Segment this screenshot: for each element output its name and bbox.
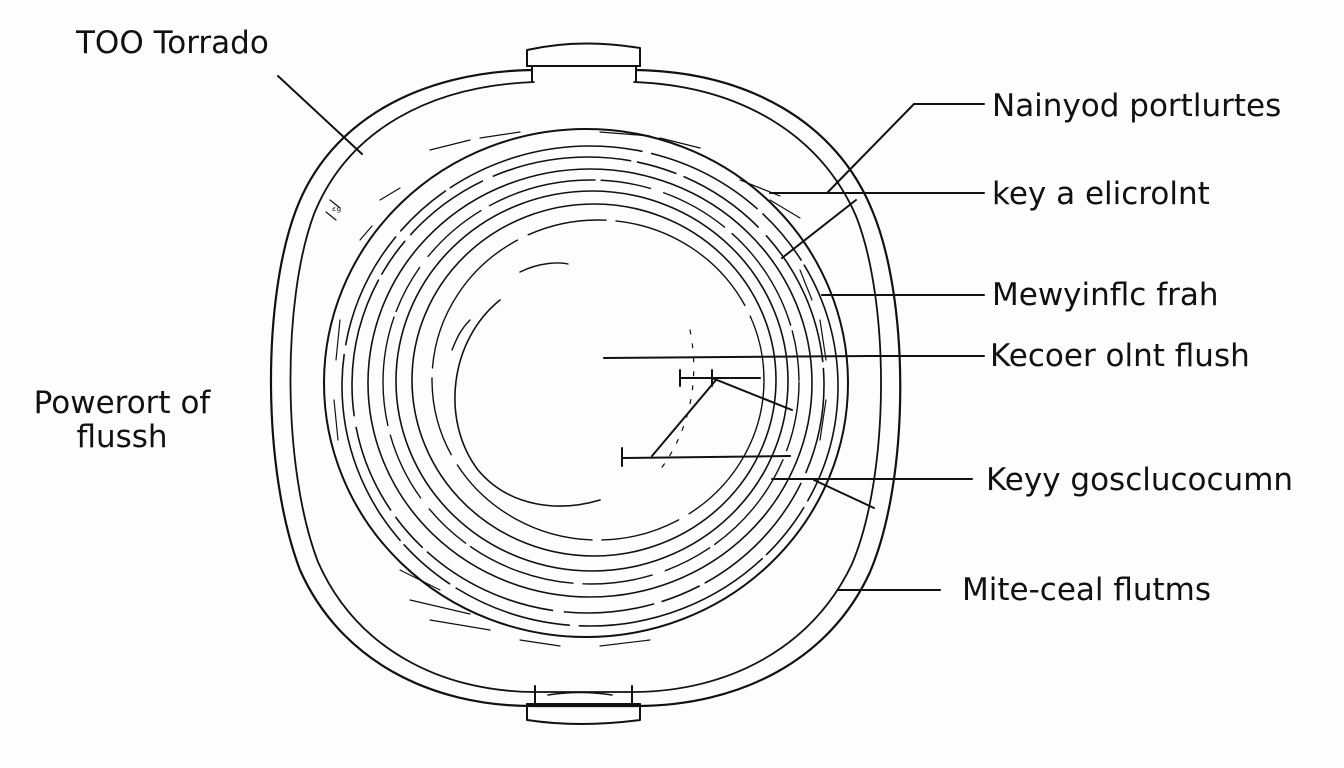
leader-top-left bbox=[277, 75, 363, 155]
ring-outer-c bbox=[351, 156, 825, 614]
outer-shell bbox=[269, 68, 902, 708]
label-right-5: Keyy gosclucocumn bbox=[986, 462, 1294, 498]
sketch-strokes bbox=[325, 131, 827, 647]
label-right-3: Mewyinflc frah bbox=[992, 277, 1219, 313]
scribble-mark: ᵋᵍ bbox=[332, 204, 341, 218]
label-right-4: Kecoer olnt flush bbox=[990, 338, 1250, 374]
leader-right-5b bbox=[813, 479, 875, 509]
leader-right-1 bbox=[827, 103, 985, 193]
leader-right-4 bbox=[603, 355, 985, 359]
label-left: Powerort of flussh bbox=[22, 386, 222, 454]
leader-marker-b bbox=[621, 447, 791, 467]
leader-right-1b bbox=[781, 199, 857, 259]
label-right-6: Mite-ceal flutms bbox=[962, 572, 1212, 608]
ring-mid-b bbox=[382, 179, 800, 585]
label-left-line-2: flussh bbox=[76, 419, 168, 455]
ring-outer-a bbox=[323, 128, 849, 638]
core-arc-left bbox=[454, 299, 601, 507]
label-top-left: TOO Torrado bbox=[76, 25, 269, 61]
leader-marker-a bbox=[679, 369, 761, 387]
leader-lines bbox=[277, 75, 985, 591]
label-left-line-1: Powerort of bbox=[33, 385, 211, 421]
ring-inner-a bbox=[411, 203, 777, 557]
top-tab bbox=[526, 42, 641, 83]
core-arc-right bbox=[659, 329, 695, 471]
ring-mid-a bbox=[367, 168, 813, 598]
core-arc-top bbox=[519, 262, 569, 273]
ring-mid-c bbox=[395, 190, 789, 572]
leader-marker-b-diag bbox=[651, 379, 717, 457]
leader-marker-a-diag bbox=[711, 377, 793, 411]
label-right-1: Nainyod portlurtes bbox=[992, 88, 1282, 124]
label-right-2: key a elicrolnt bbox=[992, 176, 1210, 212]
ring-outer-b bbox=[341, 145, 839, 627]
ring-inner-b bbox=[431, 219, 765, 541]
outer-shell-inner-line bbox=[289, 81, 882, 693]
core-arc-upper-left bbox=[451, 319, 471, 351]
